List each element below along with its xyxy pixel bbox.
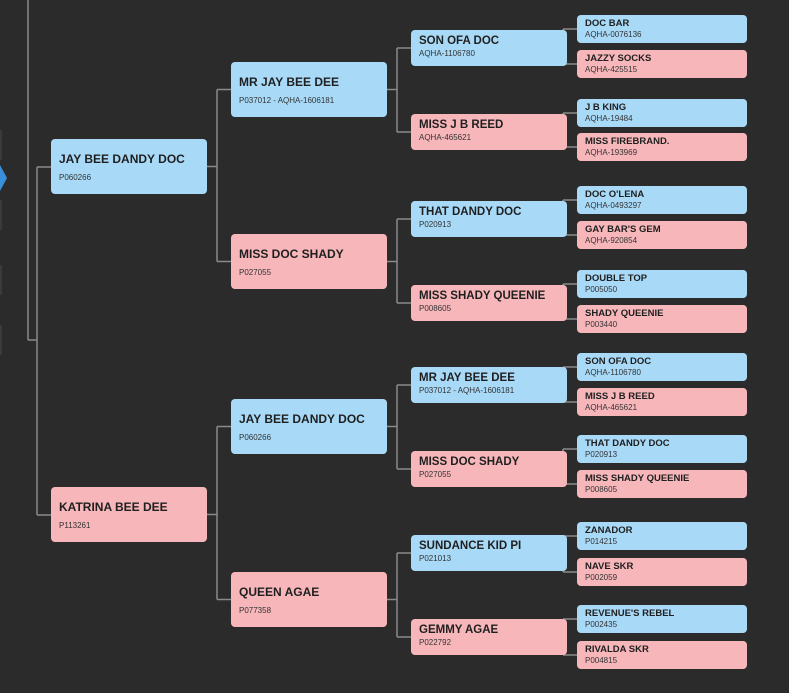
horse-name: GEMMY AGAE (419, 624, 499, 636)
left-panel-edge (0, 265, 2, 295)
horse-name: JAZZY SOCKS (585, 53, 652, 64)
gen1-horse-card[interactable]: JAY BEE DANDY DOC P060266 (51, 139, 207, 194)
horse-name: MISS J B REED (585, 391, 655, 402)
horse-name: ZANADOR (585, 525, 633, 536)
gen4-horse-card[interactable]: MISS FIREBRAND.AQHA-193969 (577, 133, 747, 161)
horse-name: THAT DANDY DOC (419, 206, 522, 218)
registration-number: P014215 (585, 537, 618, 546)
registration-number: P027055 (239, 268, 272, 277)
registration-number: P005050 (585, 285, 618, 294)
gen2-horse-card[interactable]: MR JAY BEE DEE P037012 - AQHA-1606181 (231, 62, 387, 117)
horse-name: KATRINA BEE DEE (59, 500, 168, 514)
registration-number: P020913 (585, 450, 618, 459)
horse-name: SHADY QUEENIE (585, 308, 664, 319)
gen3-horse-card[interactable]: MISS J B REED AQHA-465621 (411, 114, 567, 150)
registration-number: P021013 (419, 554, 452, 563)
horse-name: MISS SHADY QUEENIE (585, 473, 690, 484)
horse-name: SON OFA DOC (585, 356, 652, 367)
registration-number: P002059 (585, 573, 618, 582)
left-panel-edge (0, 130, 2, 160)
gen2-horse-card[interactable]: JAY BEE DANDY DOC P060266 (231, 399, 387, 454)
registration-number: P020913 (419, 220, 452, 229)
horse-name: MISS DOC SHADY (419, 456, 520, 468)
horse-name: DOUBLE TOP (585, 273, 648, 284)
horse-name: MR JAY BEE DEE (419, 372, 515, 384)
horse-name: DOC O'LENA (585, 189, 645, 200)
registration-number: P008605 (419, 304, 452, 313)
gen3-horse-card[interactable]: MISS SHADY QUEENIE P008605 (411, 285, 567, 321)
gen3-horse-card[interactable]: GEMMY AGAE P022792 (411, 619, 567, 655)
gen1-horse-card[interactable]: KATRINA BEE DEE P113261 (51, 487, 207, 542)
horse-name: GAY BAR'S GEM (585, 224, 661, 235)
left-panel-edge (0, 200, 2, 230)
registration-number: AQHA-0493297 (585, 201, 642, 210)
horse-name: SUNDANCE KID PI (419, 540, 522, 552)
horse-name: MISS J B REED (419, 119, 504, 131)
registration-number: AQHA-1106780 (585, 368, 641, 377)
gen3-horse-card[interactable]: MR JAY BEE DEE P037012 - AQHA-1606181 (411, 367, 567, 403)
horse-name: JAY BEE DANDY DOC (59, 152, 185, 166)
gen3-horse-card[interactable]: THAT DANDY DOC P020913 (411, 201, 567, 237)
registration-number: P113261 (59, 521, 91, 530)
registration-number: P037012 - AQHA-1606181 (419, 386, 515, 395)
registration-number: P060266 (239, 433, 272, 442)
horse-name: THAT DANDY DOC (585, 438, 670, 449)
registration-number: AQHA-193969 (585, 148, 638, 157)
registration-number: P004815 (585, 656, 618, 665)
registration-number: P037012 - AQHA-1606181 (239, 96, 335, 105)
horse-name: J B KING (585, 102, 627, 113)
registration-number: P008605 (585, 485, 618, 494)
gen2-horse-card[interactable]: QUEEN AGAE P077358 (231, 572, 387, 627)
horse-name: MISS DOC SHADY (239, 247, 344, 261)
registration-number: AQHA-920854 (585, 236, 638, 245)
gen2-horse-card[interactable]: MISS DOC SHADY P027055 (231, 234, 387, 289)
registration-number: P002435 (585, 620, 618, 629)
left-panel-edge (0, 325, 2, 355)
horse-name: DOC BAR (585, 18, 630, 29)
gen3-horse-card[interactable]: SUNDANCE KID PI P021013 (411, 535, 567, 571)
registration-number: AQHA-1106780 (419, 49, 475, 58)
registration-number: P077358 (239, 606, 272, 615)
expand-arrow-icon[interactable] (0, 165, 7, 191)
horse-name: RIVALDA SKR (585, 644, 649, 655)
horse-name: NAVE SKR (585, 561, 634, 572)
gen3-horse-card[interactable]: SON OFA DOC AQHA-1106780 (411, 30, 567, 66)
registration-number: P027055 (419, 470, 452, 479)
gen3-horse-card[interactable]: MISS DOC SHADY P027055 (411, 451, 567, 487)
registration-number: AQHA-465621 (585, 403, 638, 412)
registration-number: P060266 (59, 173, 92, 182)
horse-name: JAY BEE DANDY DOC (239, 412, 365, 426)
horse-name: MISS SHADY QUEENIE (419, 290, 546, 302)
registration-number: AQHA-19484 (585, 114, 633, 123)
registration-number: AQHA-0076136 (585, 30, 642, 39)
horse-name: SON OFA DOC (419, 35, 500, 47)
registration-number: P003440 (585, 320, 618, 329)
horse-name: MR JAY BEE DEE (239, 75, 340, 89)
registration-number: AQHA-465621 (419, 133, 472, 142)
horse-name: MISS FIREBRAND. (585, 136, 670, 147)
registration-number: AQHA-425515 (585, 65, 638, 74)
horse-name: REVENUE'S REBEL (585, 608, 675, 619)
registration-number: P022792 (419, 638, 452, 647)
horse-name: QUEEN AGAE (239, 585, 320, 599)
